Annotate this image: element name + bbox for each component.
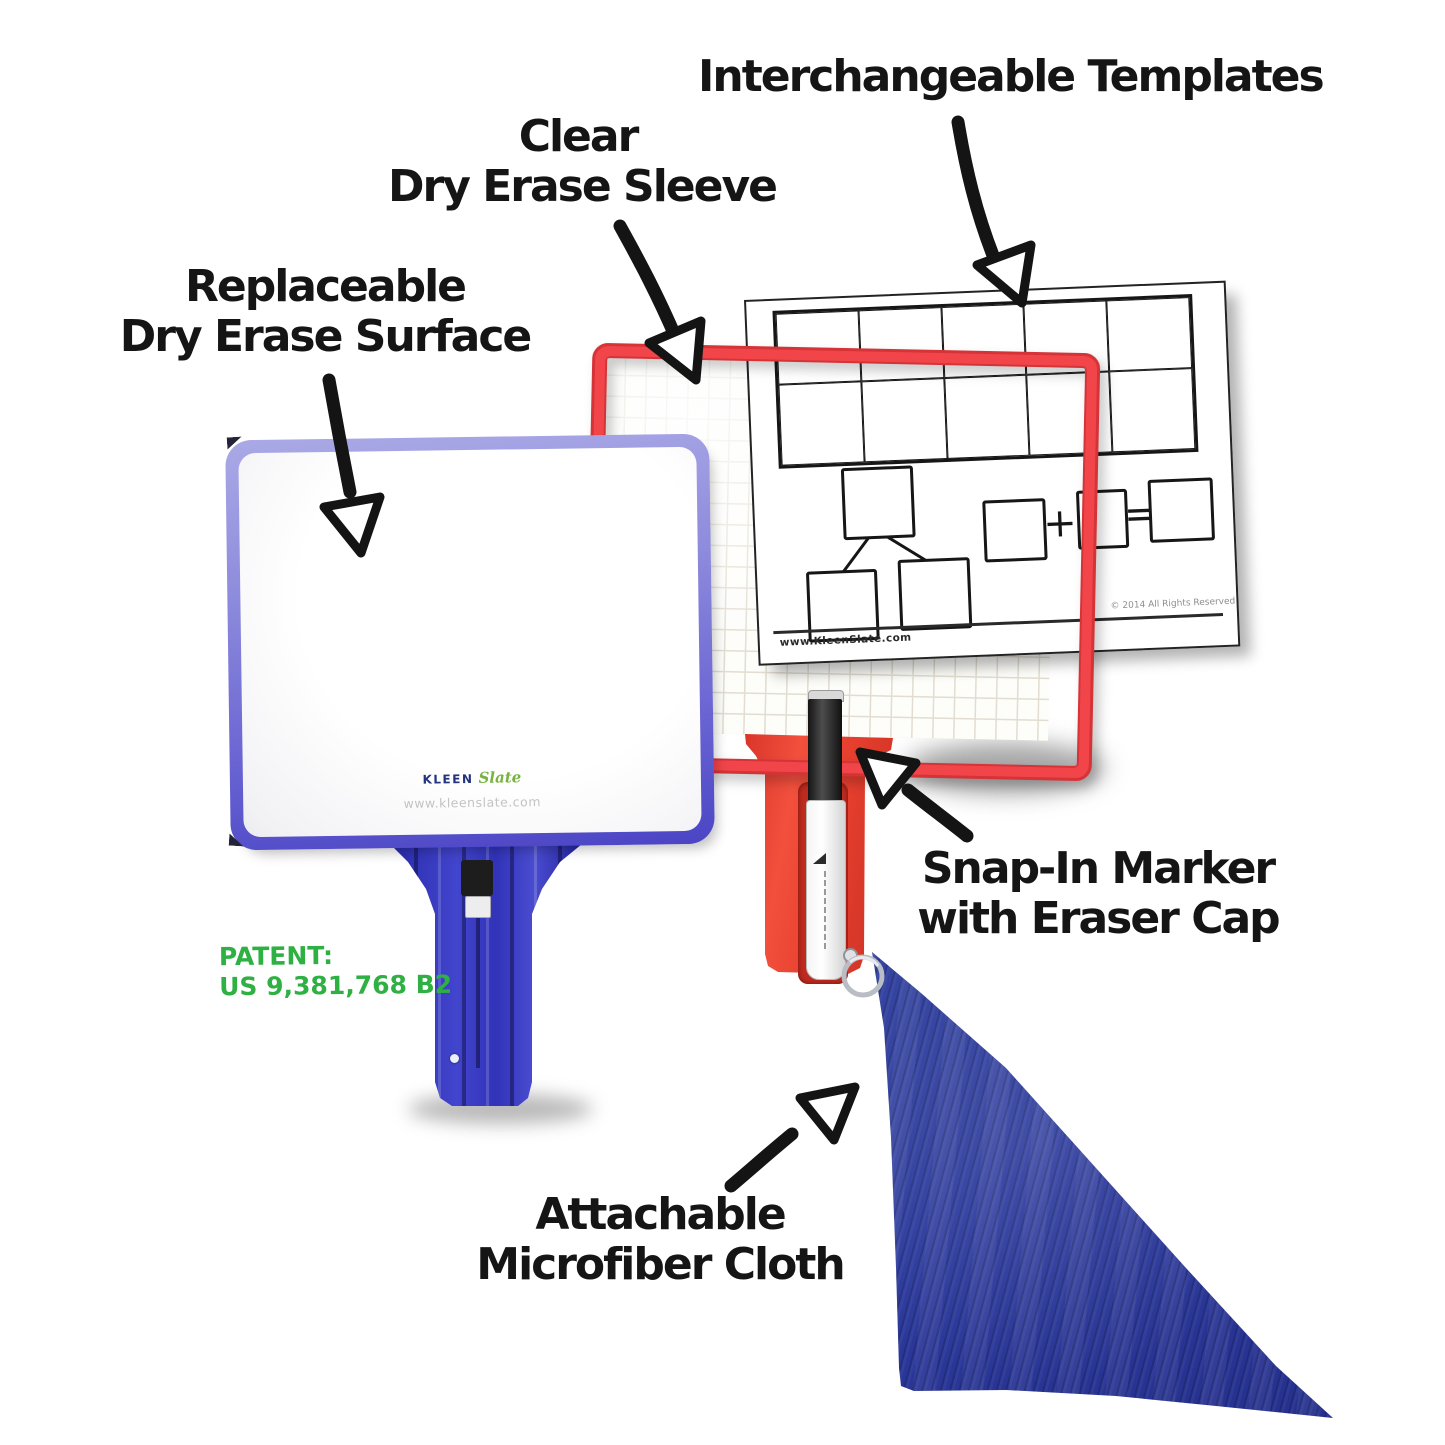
callout-text: Replaceable [184, 261, 467, 312]
marker-fine-print [824, 871, 826, 951]
patent-note: PATENT: US 9,381,768 B2 [219, 940, 453, 1001]
marker-eraser-cap [808, 699, 842, 802]
brand-slate: Slate [478, 768, 522, 787]
blue-handle-marker-clip [461, 860, 493, 896]
callout-snap-in-marker: Snap-In Marker with Eraser Cap [898, 843, 1298, 945]
kleenslate-logo: KLEEN Slate [243, 765, 701, 790]
callout-text: Attachable [535, 1189, 786, 1240]
callout-clear-sleeve: Clear Dry Erase Sleeve [388, 111, 778, 213]
marker-logo-triangle [813, 853, 826, 864]
blue-handle-marker-tip [465, 896, 491, 918]
snap-in-marker-body [806, 800, 846, 980]
blue-paddle-board: KLEEN Slate www.kleenslate.com [225, 433, 715, 851]
patent-number: US 9,381,768 B2 [219, 969, 453, 1001]
callout-text: Microfiber Cloth [476, 1239, 845, 1291]
brand-kleen: KLEEN [422, 771, 474, 787]
blue-handle-slot [476, 918, 480, 1068]
replaceable-dry-erase-surface: KLEEN Slate www.kleenslate.com [238, 446, 702, 838]
patent-heading: PATENT: [218, 941, 334, 972]
blue-handle-rivet [450, 1054, 459, 1063]
callout-replaceable-surface: Replaceable Dry Erase Surface [110, 261, 540, 363]
callout-text: Clear [518, 111, 640, 162]
callout-text: Interchangeable Templates [698, 51, 1325, 102]
callout-text: Dry Erase Sleeve [388, 161, 778, 213]
callout-text: Snap-In Marker [921, 843, 1276, 894]
arrow-attachable-cloth [724, 1082, 860, 1193]
callout-text: Dry Erase Surface [119, 311, 533, 363]
equation-square-3 [1147, 477, 1216, 543]
cloth-ring-rivet [843, 948, 858, 963]
microfiber-cloth [872, 952, 1333, 1418]
arrow-interchangeable-templates [951, 115, 1036, 308]
callout-interchangeable-templates: Interchangeable Templates [698, 51, 1325, 102]
board-website: www.kleenslate.com [403, 794, 542, 811]
callout-text: with Eraser Cap [917, 893, 1280, 945]
callout-attachable-cloth: Attachable Microfiber Cloth [460, 1189, 860, 1291]
